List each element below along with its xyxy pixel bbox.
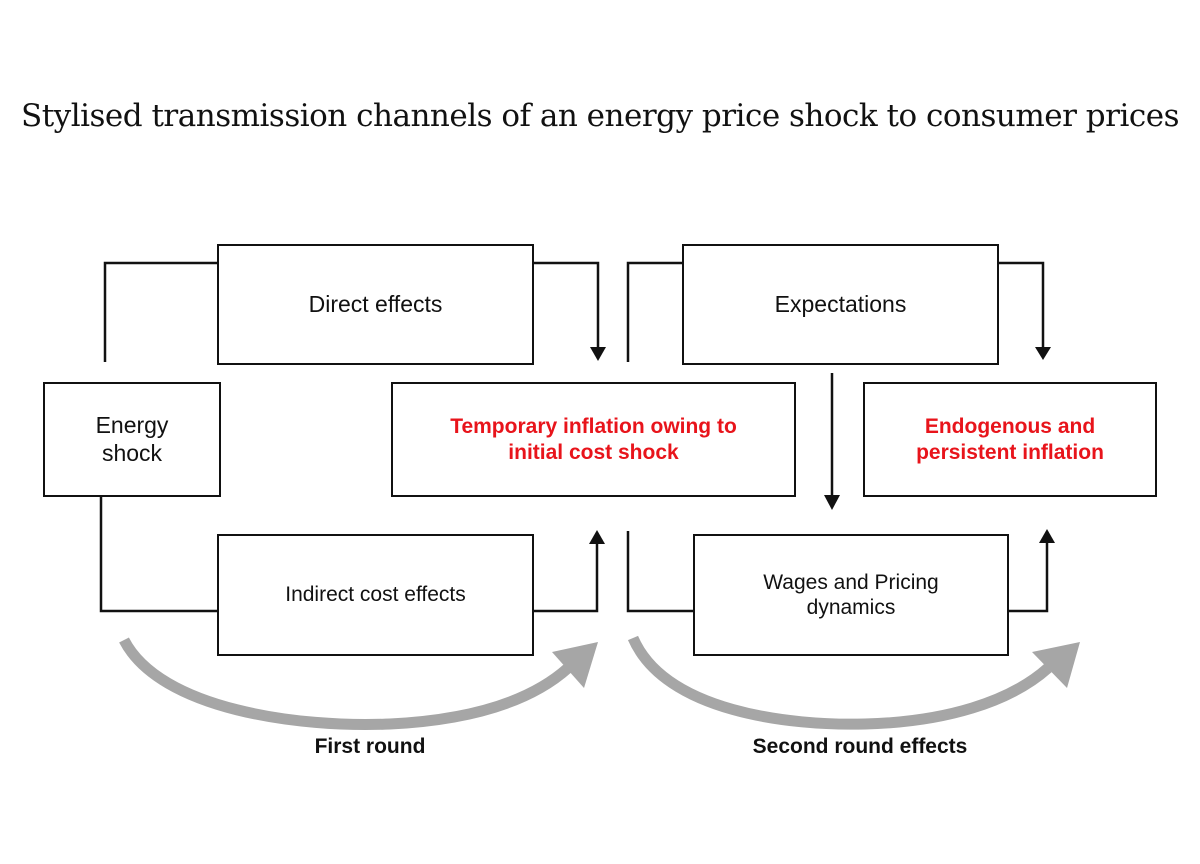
node-wages-pricing-label: Wages and Pricing dynamics — [763, 570, 939, 619]
node-wages-pricing: Wages and Pricing dynamics — [693, 534, 1009, 656]
second-round-arrowhead — [1032, 642, 1080, 688]
node-indirect-cost-effects: Indirect cost effects — [217, 534, 534, 656]
node-energy-shock: Energy shock — [43, 382, 221, 497]
first-round-arrowhead — [552, 642, 598, 688]
node-energy-shock-label: Energy shock — [95, 411, 169, 466]
connector-expectations-to-endogenous — [998, 261, 1045, 348]
node-direct-effects: Direct effects — [217, 244, 534, 365]
node-temporary-inflation: Temporary inflation owing to initial cos… — [391, 382, 796, 497]
node-expectations-label: Expectations — [774, 290, 907, 317]
arrowhead-expectations-to-wages — [824, 495, 840, 510]
second-round-label: Second round effects — [752, 735, 968, 758]
first-round-label: First round — [314, 735, 426, 758]
node-temporary-inflation-label: Temporary inflation owing to initial cos… — [450, 415, 737, 464]
node-expectations: Expectations — [682, 244, 999, 365]
connector-shock-to-direct — [103, 261, 220, 362]
arrowhead-expectations-to-endogenous — [1035, 347, 1051, 360]
second-round-arrow — [627, 635, 1052, 730]
arrowhead-indirect-to-temporary — [589, 530, 605, 544]
node-endogenous-inflation: Endogenous and persistent inflation — [863, 382, 1157, 497]
diagram-title: Stylised transmission channels of an ene… — [20, 98, 1180, 134]
arrowhead-wages-to-endogenous — [1039, 529, 1055, 543]
arrowhead-direct-to-temporary — [590, 347, 606, 361]
connector-temporary-to-expectations — [626, 261, 684, 362]
node-direct-effects-label: Direct effects — [308, 290, 443, 317]
first-round-arrow — [119, 637, 572, 730]
node-indirect-cost-effects-label: Indirect cost effects — [285, 583, 466, 607]
node-endogenous-inflation-label: Endogenous and persistent inflation — [916, 415, 1104, 464]
connector-wages-to-endogenous — [1008, 542, 1049, 613]
connector-temporary-to-wages — [626, 531, 695, 613]
connector-shock-to-indirect — [99, 496, 220, 613]
connector-indirect-to-temporary — [533, 544, 599, 613]
connector-direct-to-temporary — [533, 261, 600, 348]
